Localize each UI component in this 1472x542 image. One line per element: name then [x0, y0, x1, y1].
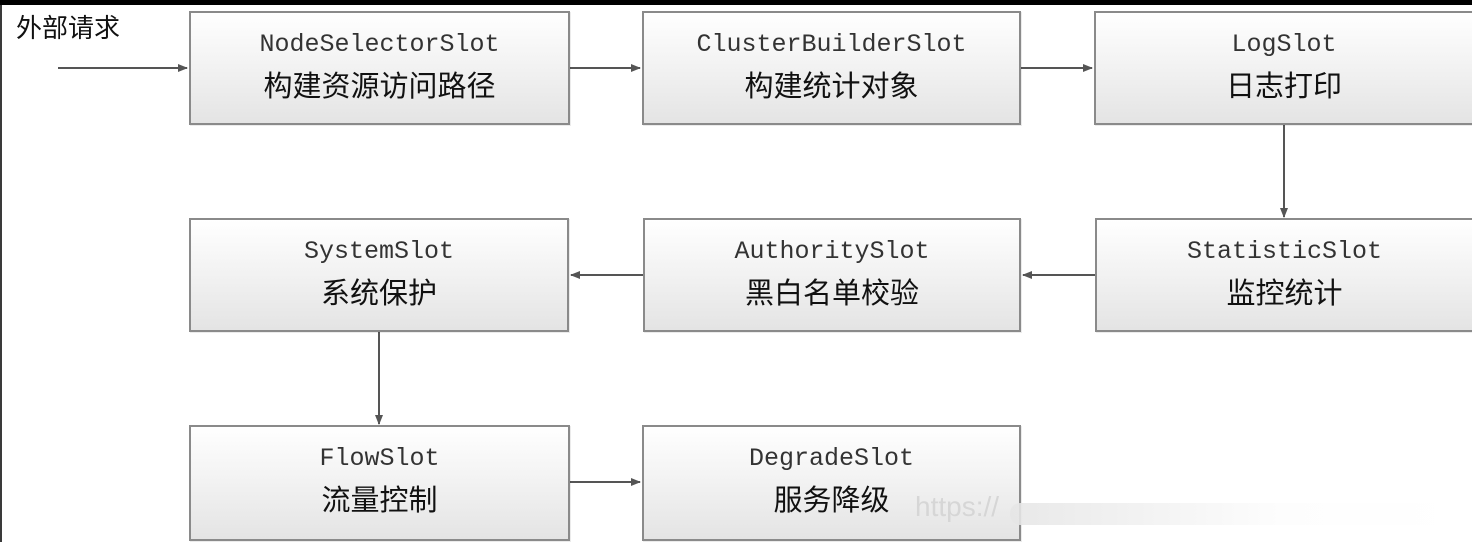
authority-slot-name: AuthoritySlot [734, 237, 930, 266]
degrade-slot-name: DegradeSlot [748, 444, 915, 473]
watermark-text: https:// [915, 491, 1000, 522]
cluster-builder-slot-desc: 构建统计对象 [744, 69, 919, 103]
system-slot-desc: 系统保护 [320, 276, 437, 310]
external-request-label: 外部请求 [16, 14, 121, 44]
statistic-slot-name: StatisticSlot [1186, 237, 1383, 266]
cluster-builder-slot-box: ClusterBuilderSlot 构建统计对象 [642, 11, 1021, 125]
authority-slot-desc: 黑白名单校验 [744, 276, 919, 310]
degrade-slot-desc: 服务降级 [773, 483, 890, 517]
flow-slot-name: FlowSlot [319, 444, 440, 473]
authority-slot-box: AuthoritySlot 黑白名单校验 [643, 218, 1021, 332]
panel-left-border [0, 5, 2, 542]
cluster-builder-slot-name: ClusterBuilderSlot [696, 30, 967, 59]
node-selector-slot-desc: 构建资源访问路径 [263, 69, 496, 103]
system-slot-box: SystemSlot 系统保护 [189, 218, 569, 332]
system-slot-name: SystemSlot [303, 237, 455, 266]
node-selector-slot-box: NodeSelectorSlot 构建资源访问路径 [189, 11, 570, 125]
watermark-blur [1010, 503, 1460, 525]
diagram-panel: 外部请求 NodeSelectorSlot 构建资源访问路径 ClusterBu… [0, 5, 1472, 542]
statistic-slot-box: StatisticSlot 监控统计 [1095, 218, 1472, 332]
statistic-slot-desc: 监控统计 [1226, 276, 1343, 310]
log-slot-desc: 日志打印 [1225, 69, 1342, 103]
connector-layer [58, 64, 1288, 486]
node-selector-slot-name: NodeSelectorSlot [259, 30, 500, 59]
degrade-slot-box: DegradeSlot 服务降级 [642, 425, 1021, 541]
flow-slot-desc: 流量控制 [321, 483, 438, 517]
log-slot-name: LogSlot [1231, 30, 1337, 59]
flow-slot-box: FlowSlot 流量控制 [189, 425, 570, 541]
log-slot-box: LogSlot 日志打印 [1094, 11, 1472, 125]
